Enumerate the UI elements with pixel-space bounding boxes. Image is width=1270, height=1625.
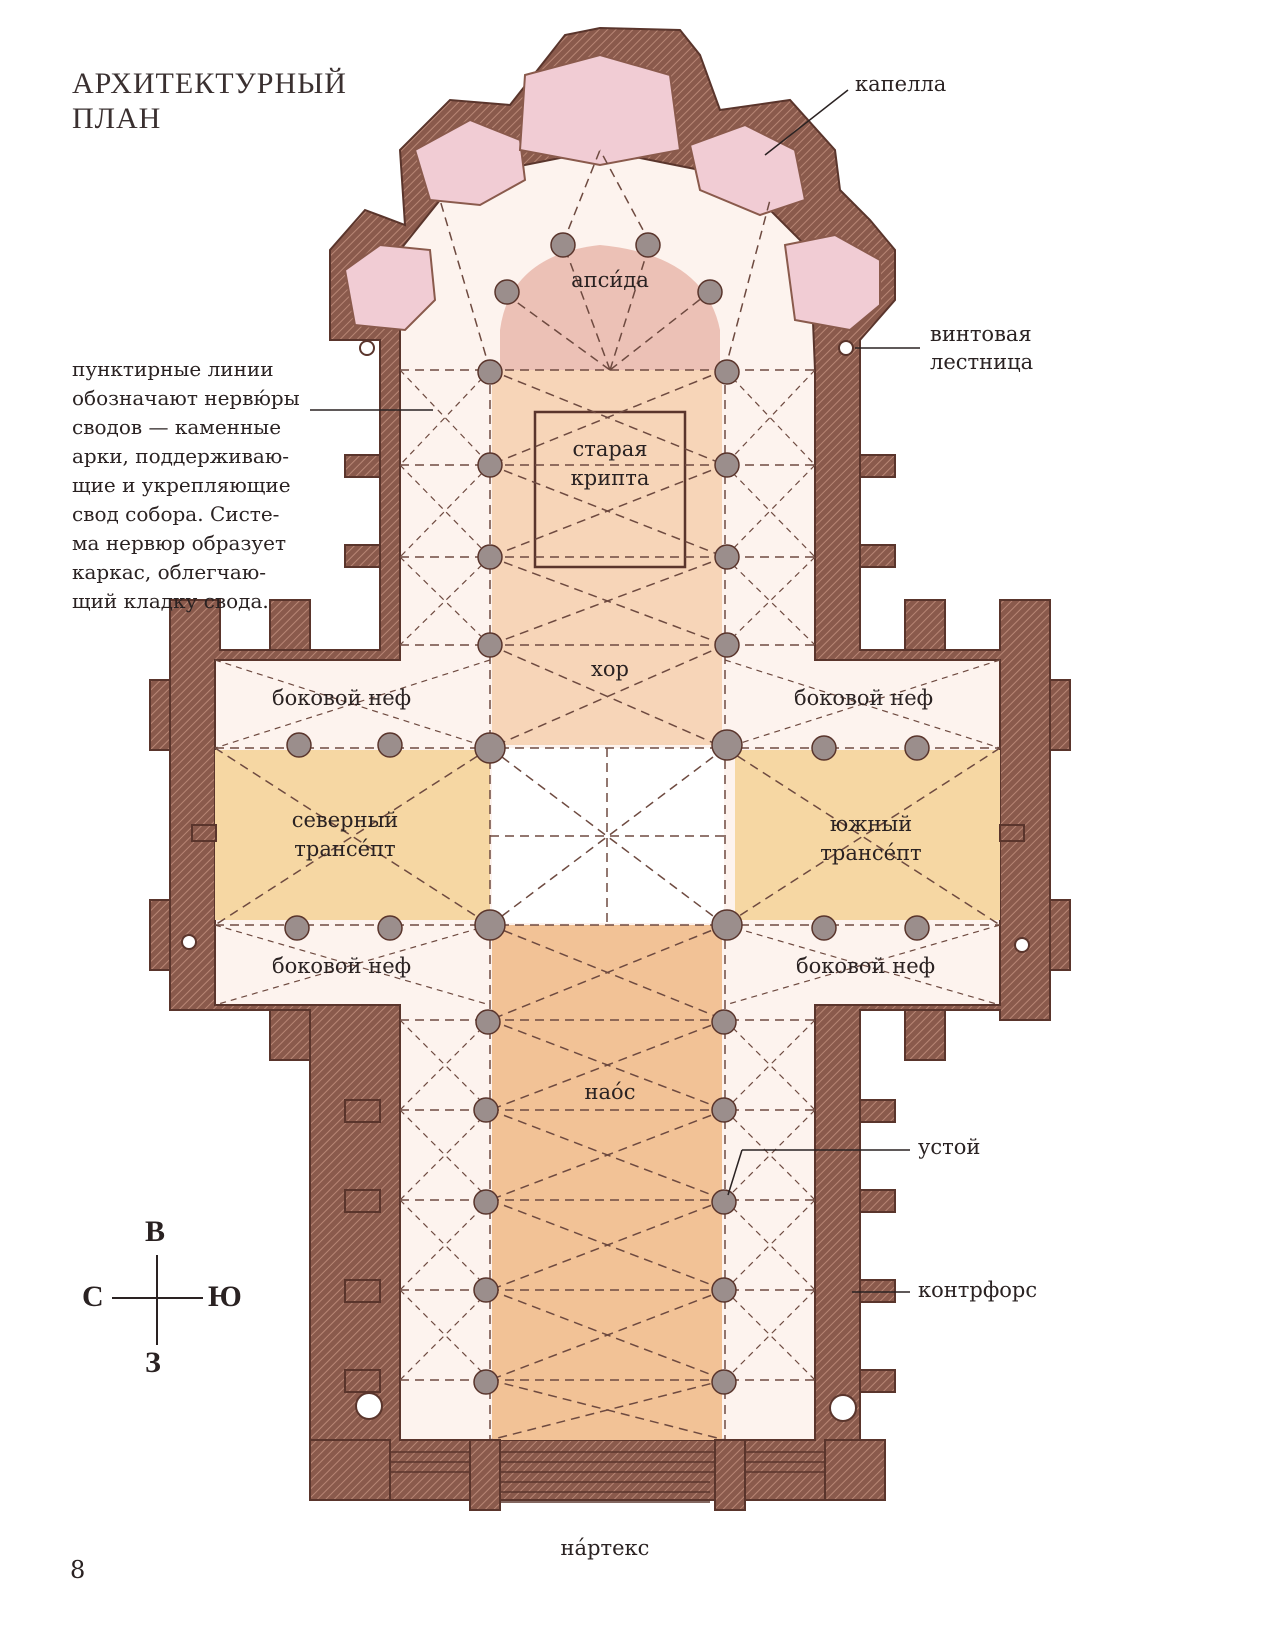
- label-aisle-nw: боковой неф: [272, 686, 412, 710]
- vault-ribs: [214, 149, 1001, 1441]
- nave-area: [492, 925, 722, 1440]
- label-spiral-stair-2: лестница: [930, 350, 1034, 374]
- note-line: свод собора. Систе-: [72, 502, 280, 526]
- chapels: [343, 53, 881, 332]
- label-narthex: на́ртекс: [560, 1536, 650, 1560]
- north-transept-line-2: трансе́пт: [294, 837, 396, 861]
- spiral-stairs: [181, 340, 1030, 1422]
- page-number: 8: [70, 1556, 86, 1584]
- rib-note: пунктирные линии обозначают нервю́ры сво…: [72, 355, 332, 616]
- compass-lines: [112, 1255, 203, 1345]
- south-transept-line-2: трансе́пт: [820, 841, 922, 865]
- label-aisle-sw: боковой неф: [272, 954, 412, 978]
- label-chapel: капелла: [855, 72, 947, 96]
- buttresses: [149, 454, 1071, 1393]
- label-apse: апси́да: [571, 268, 649, 292]
- label-aisle-ne: боковой неф: [794, 686, 934, 710]
- title-line-1: АРХИТЕКТУРНЫЙ: [72, 67, 347, 100]
- compass-south: Ю: [208, 1280, 242, 1313]
- apse-area: [500, 245, 720, 370]
- piers: [284, 232, 930, 1395]
- north-transept-area: [215, 750, 490, 920]
- label-south-transept: южный трансе́пт: [796, 810, 946, 868]
- title-line-2: ПЛАН: [72, 102, 162, 135]
- south-transept-line-1: южный: [829, 812, 913, 836]
- narthex-blocks: [309, 1439, 886, 1511]
- note-line: сводов — каменные: [72, 415, 282, 439]
- label-nave: нао́с: [584, 1080, 636, 1104]
- label-old-crypt: старая крипта: [545, 435, 675, 493]
- note-line: пунктирные линии: [72, 357, 274, 381]
- note-line: обозначают нервю́ры: [72, 386, 300, 410]
- compass-west: З: [145, 1346, 161, 1379]
- note-line: щий кладку свода.: [72, 589, 269, 613]
- label-north-transept: северный трансе́пт: [270, 806, 420, 864]
- choir-area: [492, 370, 722, 745]
- label-buttress: контрфорс: [918, 1278, 1038, 1302]
- label-aisle-se: боковой неф: [796, 954, 936, 978]
- label-spiral-stair-1: винтовая: [930, 322, 1032, 346]
- south-transept-area: [735, 750, 1000, 920]
- old-crypt-line-1: старая: [572, 437, 648, 461]
- label-choir: хор: [591, 657, 629, 681]
- note-line: ма нервюр образует: [72, 531, 287, 555]
- leader-lines: [310, 89, 920, 1293]
- compass-east: В: [145, 1215, 166, 1248]
- north-transept-line-1: северный: [291, 808, 399, 832]
- note-line: арки, поддерживаю-: [72, 444, 289, 468]
- narthex-steps: [380, 1451, 835, 1503]
- label-pier: устой: [918, 1135, 981, 1159]
- page-title: АРХИТЕКТУРНЫЙ ПЛАН: [72, 66, 347, 136]
- old-crypt-outline: [533, 410, 687, 569]
- old-crypt-line-2: крипта: [570, 466, 650, 490]
- note-line: щие и укрепляющие: [72, 473, 291, 497]
- aisle-ribs: [214, 369, 1001, 1381]
- compass-north: С: [82, 1280, 104, 1313]
- note-line: каркас, облегчаю-: [72, 560, 266, 584]
